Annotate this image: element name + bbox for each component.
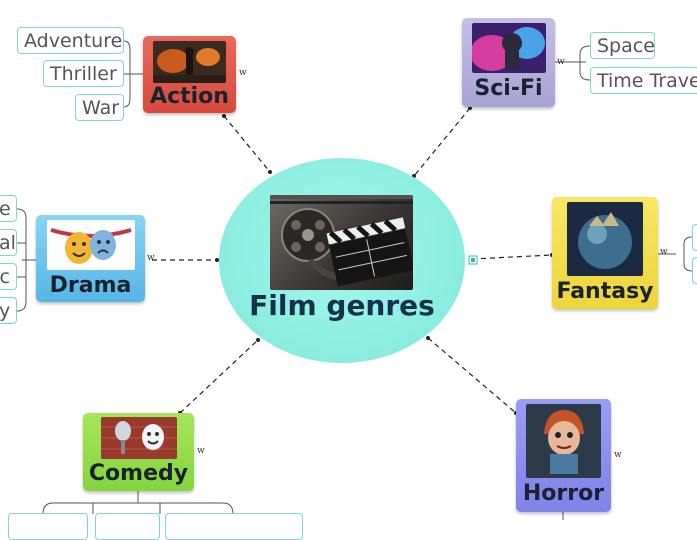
node-fantasy[interactable]: Fantasy: [552, 197, 658, 309]
film-reel-clapperboard-image: [270, 195, 413, 290]
node-horror-label: Horror: [522, 481, 605, 506]
node-comedy-label: Comedy: [88, 461, 189, 486]
node-comedy[interactable]: Comedy: [83, 413, 194, 491]
central-topic[interactable]: Film genres: [219, 158, 465, 363]
war-scene-image: [153, 41, 226, 83]
astronaut-image: [472, 23, 546, 73]
node-fantasy-marker: w: [660, 247, 668, 257]
node-fantasy-label: Fantasy: [556, 279, 654, 304]
node-comedy-marker: w: [197, 446, 205, 456]
leaf-drama-2[interactable]: al: [0, 229, 17, 256]
node-scifi-label: Sci-Fi: [474, 76, 543, 101]
leaf-space[interactable]: Space: [590, 32, 655, 59]
node-action-marker: w: [239, 68, 247, 78]
leaf-fantasy-2[interactable]: [692, 257, 697, 284]
creepy-doll-image: [526, 404, 601, 478]
leaf-adventure[interactable]: Adventure: [17, 27, 124, 54]
leaf-time-travel[interactable]: Time Travel: [590, 67, 697, 94]
node-horror-marker: w: [614, 450, 622, 460]
node-action-label: Action: [150, 84, 229, 109]
node-scifi-marker: w: [557, 57, 565, 67]
leaf-comedy-1[interactable]: [8, 513, 88, 540]
node-horror[interactable]: Horror: [516, 399, 611, 512]
node-drama[interactable]: Drama: [36, 215, 145, 302]
leaf-thriller[interactable]: Thriller: [43, 60, 124, 87]
node-drama-label: Drama: [49, 273, 132, 298]
leaf-war[interactable]: War: [75, 94, 124, 121]
node-action[interactable]: Action: [143, 36, 236, 113]
leaf-drama-4[interactable]: y: [0, 297, 17, 324]
leaf-drama-3[interactable]: c: [0, 263, 17, 290]
leaf-comedy-2[interactable]: [95, 513, 160, 540]
theatre-masks-image: [47, 220, 135, 270]
central-topic-title: Film genres: [249, 289, 435, 322]
floating-world-image: [567, 202, 643, 276]
node-scifi[interactable]: Sci-Fi: [462, 18, 555, 107]
leaf-drama-1[interactable]: e: [0, 195, 17, 222]
leaf-comedy-3[interactable]: [165, 513, 303, 540]
leaf-fantasy-1[interactable]: [692, 224, 697, 251]
microphone-mask-image: [101, 417, 177, 459]
node-drama-marker: w: [147, 253, 155, 263]
